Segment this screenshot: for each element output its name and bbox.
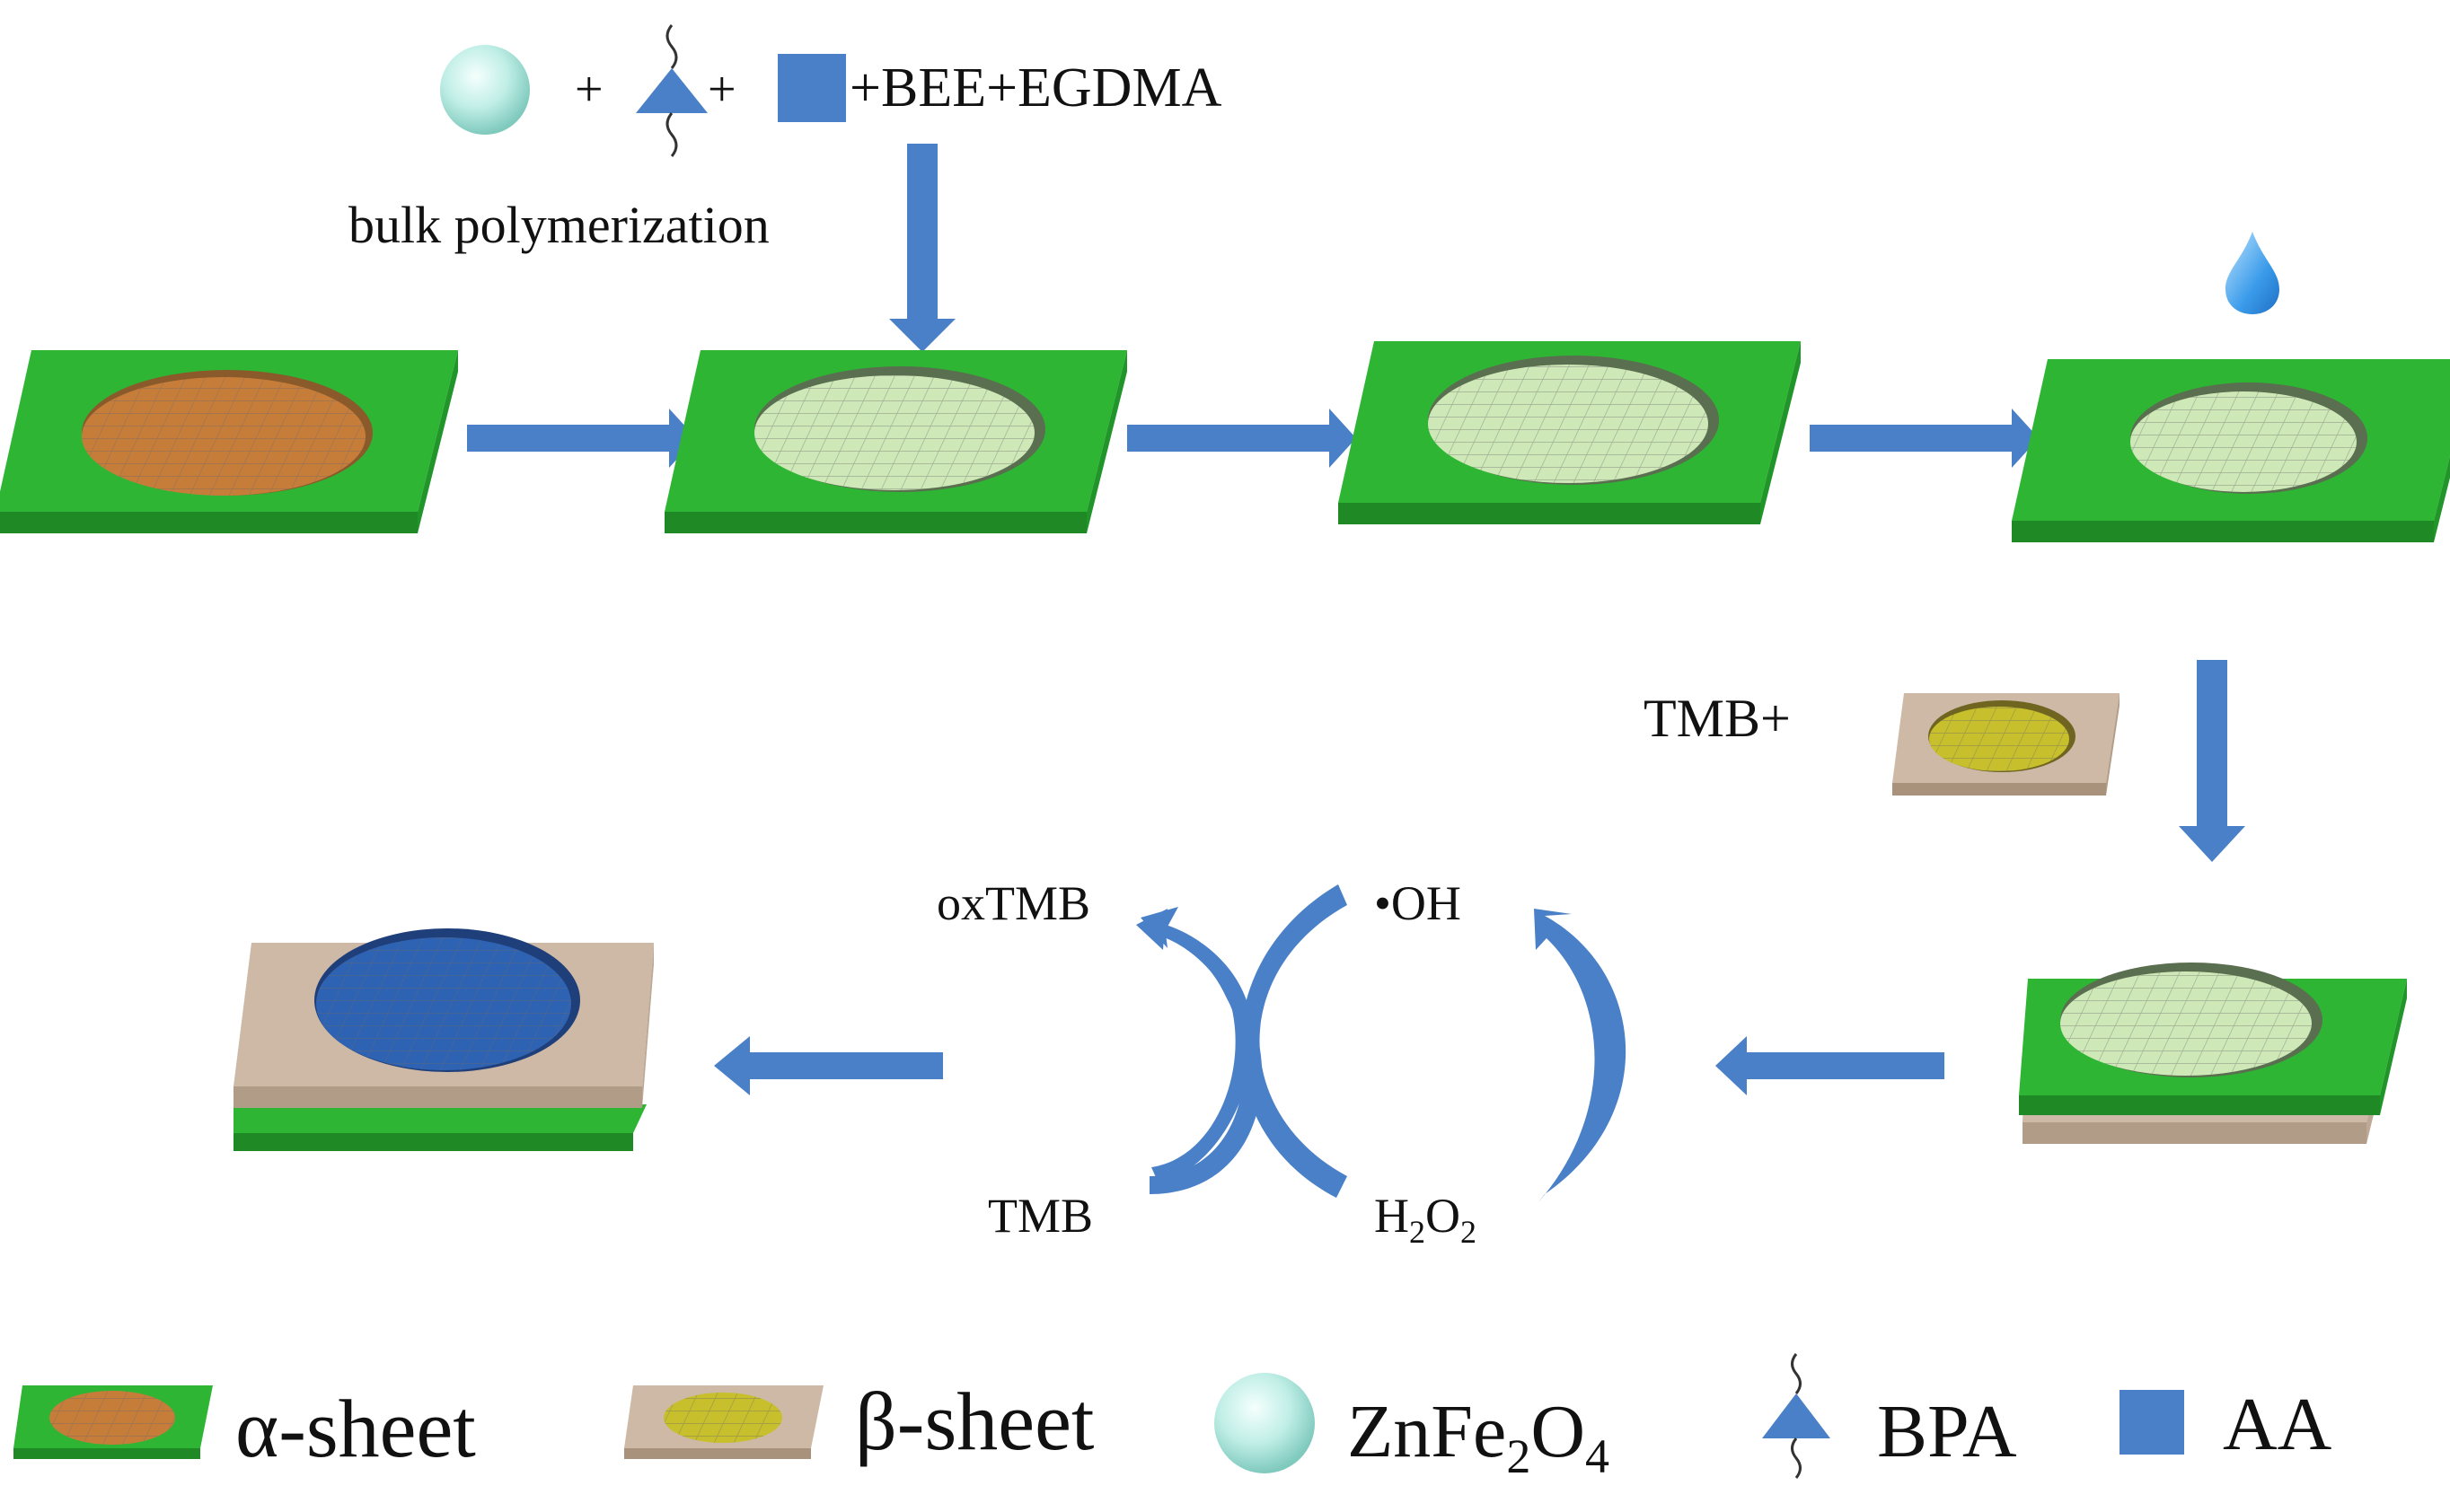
- sheet-step-2: [665, 350, 1127, 533]
- sheet-step-4: [2012, 359, 2450, 542]
- droplet-icon: [2225, 232, 2279, 314]
- sheet-step-6: [234, 928, 654, 1151]
- legend-beta-swatch: [624, 1385, 824, 1459]
- legend-alpha-label: α-sheet: [235, 1383, 476, 1474]
- plus-sign: +: [575, 62, 604, 118]
- bulk-polymerization-label: bulk polymerization: [348, 196, 770, 254]
- legend-bpa-triangle-icon: [1762, 1353, 1830, 1479]
- sheet-step-1: [0, 350, 458, 533]
- tmb-label: TMB: [988, 1189, 1093, 1243]
- curved-arrow: [1136, 909, 1253, 1183]
- monomer-label: +BEE+EGDMA: [850, 57, 1222, 119]
- aa-square-icon: [778, 54, 846, 122]
- sheet-step-5: [2019, 963, 2407, 1144]
- arrow-down: [2179, 660, 2245, 862]
- arrow-right: [1810, 409, 2039, 468]
- beta-sheet-small: [1892, 693, 2120, 796]
- legend: α-sheet β-sheet ZnFe2O4 BPA AA: [13, 1353, 2332, 1483]
- legend-bpa-label: BPA: [1877, 1390, 2017, 1473]
- formula-row: + + +BEE+EGDMA: [440, 24, 1222, 157]
- sheet-step-3: [1338, 341, 1801, 524]
- legend-alpha-swatch: [13, 1385, 213, 1459]
- legend-aa-label: AA: [2223, 1383, 2332, 1466]
- sphere-icon: [440, 45, 530, 135]
- h2o2-label: H2O2: [1374, 1189, 1476, 1250]
- tmb-plus-label: TMB+: [1644, 689, 1791, 748]
- legend-znfe2o4-label: ZnFe2O4: [1347, 1390, 1609, 1483]
- arrow-left: [1715, 1036, 1944, 1095]
- catalytic-cycle: [1136, 884, 1626, 1203]
- curved-arrow: [1239, 884, 1347, 1198]
- curved-arrow: [1534, 909, 1626, 1203]
- legend-aa-square-icon: [2120, 1390, 2184, 1455]
- arrow-right: [467, 409, 696, 468]
- legend-sphere-icon: [1214, 1373, 1315, 1473]
- oh-label: •OH: [1374, 876, 1461, 930]
- bpa-triangle-icon: [636, 24, 708, 157]
- legend-beta-label: β-sheet: [855, 1376, 1095, 1467]
- arrow-left: [714, 1036, 943, 1095]
- oxtmb-label: oxTMB: [937, 876, 1090, 930]
- arrow-down: [889, 144, 956, 352]
- arrow-right: [1127, 409, 1356, 468]
- plus-sign: +: [708, 62, 736, 118]
